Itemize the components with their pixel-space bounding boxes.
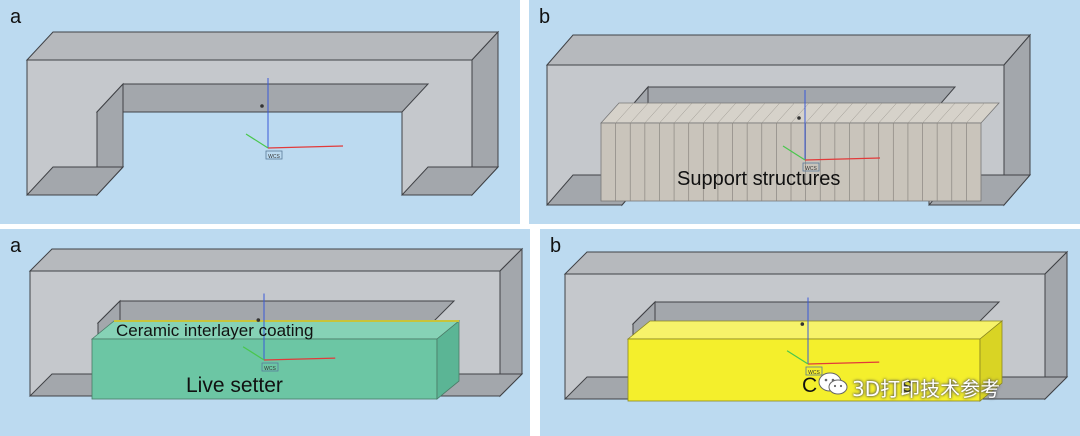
frame-top-face	[28, 248, 524, 272]
frame-top-face	[25, 31, 500, 61]
support-structures-label: Support structures	[677, 168, 841, 190]
frame-top-face	[545, 34, 1032, 66]
panel-letter: b	[539, 6, 551, 28]
wcs-box	[261, 362, 279, 372]
origin-dot	[256, 318, 261, 322]
panel-a-top: WCS a	[0, 0, 520, 224]
frame-left-leg-bottom	[25, 166, 125, 196]
support-top-rib	[732, 102, 751, 124]
support-top-rib	[644, 102, 664, 124]
support-top-rib	[936, 102, 956, 124]
support-top-rib	[790, 102, 810, 124]
wcs-label: WCS	[268, 154, 280, 160]
support-top-rib	[951, 102, 970, 124]
setter-label: Live setter	[186, 374, 283, 397]
partial-caption-s: s	[902, 374, 913, 397]
wcs-label: WCS	[805, 166, 817, 172]
support-top-rib	[615, 102, 634, 124]
frame-inner-underside	[95, 83, 430, 113]
wechat-logo	[818, 371, 848, 397]
axis-x-line	[804, 157, 881, 161]
axis-z-line	[782, 145, 806, 161]
axis-z-line	[245, 133, 269, 149]
support-top-rib	[659, 102, 678, 124]
support-top-rib	[878, 102, 897, 124]
origin-dot	[797, 116, 801, 120]
frame-yellow-setter-drawing: WCS	[563, 250, 1069, 402]
support-top-rib	[893, 102, 912, 124]
frame-support-drawing: WCS	[545, 33, 1032, 207]
axis-x-line	[267, 145, 344, 149]
frame-drawing: WCS	[25, 30, 500, 197]
wcs-box	[802, 162, 820, 172]
frame-green-setter-drawing: WCS	[28, 247, 524, 400]
setter-side-face	[436, 320, 460, 400]
support-top-rib	[805, 102, 824, 124]
support-top-rib	[820, 102, 839, 124]
support-top-rib	[703, 102, 722, 124]
panel-letter: b	[550, 235, 562, 257]
wcs-box	[265, 150, 283, 160]
wcs-box	[805, 366, 823, 376]
frame-right-leg-bottom	[400, 166, 500, 196]
support-top-rib	[966, 102, 985, 124]
setter-side-face	[979, 320, 1003, 402]
frame-inner-underside	[96, 300, 456, 324]
setter-front-face	[627, 338, 981, 402]
panel-letter: a	[10, 6, 22, 28]
support-top-rib	[717, 102, 737, 124]
support-top-rib	[849, 102, 868, 124]
wcs-label: WCS	[808, 370, 820, 376]
support-top-rib	[834, 102, 854, 124]
support-top-rib	[922, 102, 941, 124]
panel-b-top: WCS b Support structures	[529, 0, 1080, 224]
coating-label: Ceramic interlayer coating	[116, 321, 314, 340]
support-top-rib	[863, 102, 883, 124]
axis-x-line	[807, 361, 880, 365]
partial-caption-c: C	[802, 374, 818, 397]
support-top-rib	[761, 102, 780, 124]
axis-z-line	[242, 346, 265, 361]
setter-top-face	[626, 320, 1004, 340]
support-top-rib	[688, 102, 707, 124]
support-top-rib	[673, 102, 693, 124]
axis-z-line	[786, 350, 809, 365]
support-top-rib	[630, 102, 649, 124]
wcs-label: WCS	[264, 366, 276, 372]
panel-a-bottom: WCS a Ceramic interlayer coating Live se…	[0, 229, 530, 436]
watermark-text: 3D打印技术参考	[852, 377, 1001, 401]
support-top-rib	[746, 102, 766, 124]
panel-letter: a	[10, 235, 22, 257]
origin-dot	[800, 322, 805, 326]
support-top-rib	[907, 102, 927, 124]
origin-dot	[260, 104, 264, 108]
support-top-rib	[776, 102, 795, 124]
axis-x-line	[263, 357, 336, 361]
frame-top-face	[563, 251, 1069, 275]
panel-b-bottom: WCS b C s 3D打印技术参考	[540, 229, 1080, 436]
